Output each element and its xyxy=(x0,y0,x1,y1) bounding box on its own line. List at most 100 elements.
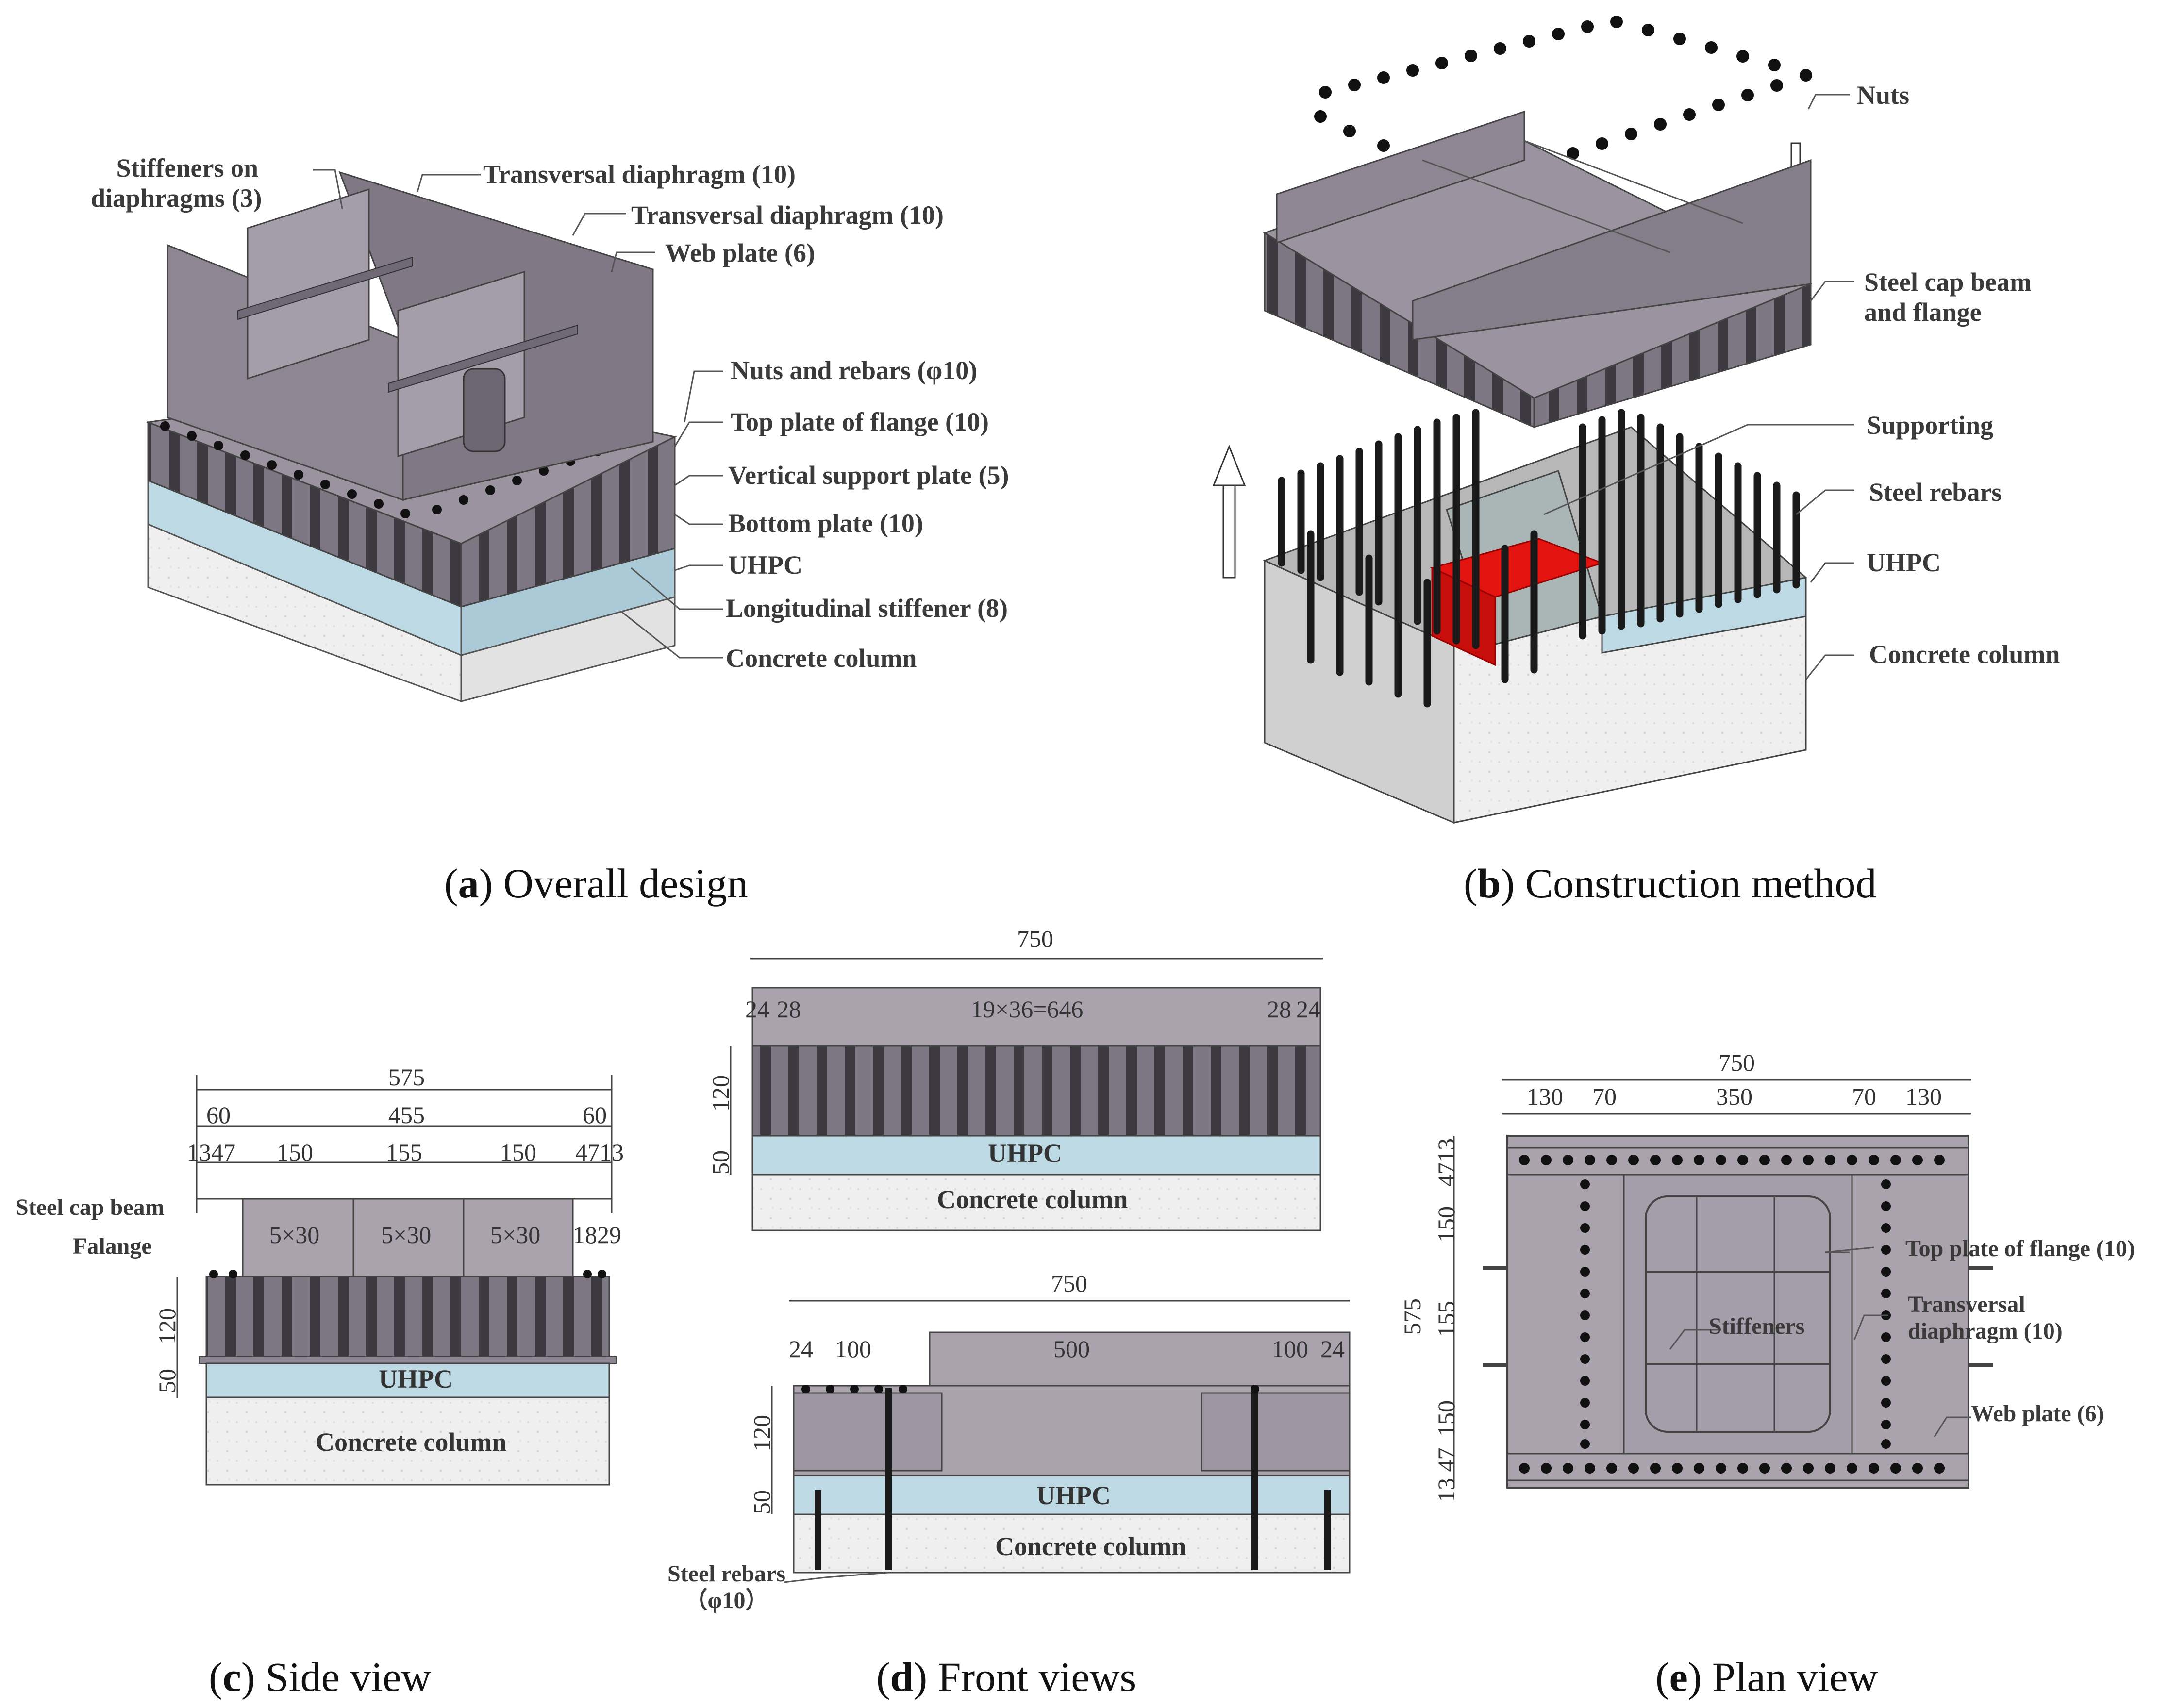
c-dim-1829: 1829 xyxy=(573,1221,621,1248)
c-dim-5x30c: 5×30 xyxy=(490,1221,541,1248)
a-label-stiffeners: Stiffeners on diaphragms (3) xyxy=(91,153,262,213)
e-label-transversal-line2: diaphragm (10) xyxy=(1908,1318,2063,1344)
b-rebars xyxy=(1278,409,1800,708)
c-dim-5x30a: 5×30 xyxy=(269,1221,320,1248)
c-dim-h50: 50 xyxy=(153,1369,181,1393)
b-label-steel-cap-line1: Steel cap beam xyxy=(1864,267,2032,297)
d-bot-dim-left-100: 100 xyxy=(835,1335,871,1362)
caption-e-letter: e xyxy=(1669,1654,1688,1700)
b-cap-web-front xyxy=(1412,159,1812,341)
d-label-steel-rebars-line2: （φ10） xyxy=(684,1588,769,1614)
a-label-transversal-1: Transversal diaphragm (10) xyxy=(483,160,796,189)
c-cap-beam xyxy=(242,1198,574,1277)
e-dim-v150b: 150 xyxy=(1433,1400,1460,1437)
a-opening xyxy=(463,368,506,452)
e-dim-70a: 70 xyxy=(1592,1083,1617,1110)
d-bot-cap xyxy=(929,1331,1351,1387)
d-top-dim-h120: 120 xyxy=(707,1075,734,1111)
caption-d-text: Front views xyxy=(937,1654,1136,1700)
c-label-concrete: Concrete column xyxy=(316,1427,507,1457)
e-dim-v1347: 13 47 xyxy=(1433,1447,1460,1503)
d-bot-dim-right-100: 100 xyxy=(1272,1335,1308,1362)
a-flange-side xyxy=(460,435,676,608)
d-label-concrete-top: Concrete column xyxy=(937,1185,1128,1214)
d-bot-dim-total: 750 xyxy=(1051,1270,1087,1297)
e-dim-v575: 575 xyxy=(1399,1298,1426,1335)
d-top-dim-right-24: 24 xyxy=(1296,995,1320,1023)
c-dim-5x30b: 5×30 xyxy=(381,1221,432,1248)
b-label-concrete-column: Concrete column xyxy=(1869,640,2060,669)
d-bot-dim-mid-500: 500 xyxy=(1053,1335,1090,1362)
e-dim-130b: 130 xyxy=(1905,1083,1942,1110)
e-label-transversal: Transversal diaphragm (10) xyxy=(1908,1291,2063,1344)
c-dim-left-60: 60 xyxy=(206,1101,231,1128)
a-label-stiffeners-line1: Stiffeners on xyxy=(116,153,258,182)
a-label-stiffeners-line2: diaphragms (3) xyxy=(91,183,262,213)
caption-b: (b) Construction method xyxy=(1464,860,1877,907)
d-top-dim-left-28: 28 xyxy=(777,995,801,1023)
c-concrete xyxy=(205,1396,610,1486)
b-cap-web-left xyxy=(1276,110,1525,244)
d-top-flange xyxy=(751,1045,1321,1137)
caption-c-text: Side view xyxy=(265,1654,432,1700)
e-dim-70b: 70 xyxy=(1852,1083,1876,1110)
caption-c: (c) Side view xyxy=(209,1654,432,1700)
caption-d-letter: d xyxy=(890,1654,914,1700)
d-top-cap xyxy=(751,987,1321,1047)
b-label-steel-rebars: Steel rebars xyxy=(1869,478,2002,507)
panel-b-drawing xyxy=(1212,16,1813,824)
a-label-nuts-rebars: Nuts and rebars (φ10) xyxy=(731,356,978,385)
e-dim-350: 350 xyxy=(1716,1083,1752,1110)
c-uhpc xyxy=(205,1362,610,1398)
d-top-dim-middle: 19×36=646 xyxy=(971,995,1084,1023)
c-dim-small-left: 1347 xyxy=(187,1139,235,1166)
c-label-falange: Falange xyxy=(73,1233,152,1259)
e-dim-v4713: 4713 xyxy=(1433,1138,1460,1187)
e-label-stiffeners: Stiffeners xyxy=(1709,1313,1805,1339)
e-dim-v155: 155 xyxy=(1433,1301,1460,1337)
panel-e-drawing xyxy=(1453,1079,1993,1489)
c-dim-h120: 120 xyxy=(153,1308,181,1344)
d-top-dim-right-28: 28 xyxy=(1267,995,1291,1023)
c-flange xyxy=(205,1276,610,1360)
caption-c-letter: c xyxy=(222,1654,241,1700)
c-dim-total: 575 xyxy=(388,1063,425,1091)
d-top-dim-total: 750 xyxy=(1017,925,1053,952)
d-top-uhpc xyxy=(751,1135,1321,1176)
b-cap-side xyxy=(1533,282,1812,429)
d-label-concrete-bottom: Concrete column xyxy=(995,1532,1186,1561)
d-top-dim-h50: 50 xyxy=(707,1150,734,1175)
panel-a-drawing xyxy=(145,171,677,703)
a-label-concrete-column: Concrete column xyxy=(726,644,917,673)
leader-lines xyxy=(313,94,1971,1583)
b-label-supporting: Supporting xyxy=(1867,411,1994,440)
e-dim-130a: 130 xyxy=(1527,1083,1563,1110)
caption-e: (e) Plan view xyxy=(1655,1654,1878,1700)
b-label-uhpc: UHPC xyxy=(1867,548,1941,577)
c-label-steel-cap: Steel cap beam xyxy=(16,1194,165,1220)
caption-a: (a) Overall design xyxy=(444,860,748,907)
a-label-web-plate: Web plate (6) xyxy=(665,238,815,267)
a-label-top-plate: Top plate of flange (10) xyxy=(731,407,989,436)
d-label-uhpc-bottom: UHPC xyxy=(1036,1481,1111,1510)
d-bot-dim-h50: 50 xyxy=(748,1490,775,1514)
caption-e-text: Plan view xyxy=(1712,1654,1878,1700)
c-dim-150a: 150 xyxy=(277,1139,313,1166)
d-bot-dim-left-24: 24 xyxy=(789,1335,813,1362)
c-dim-150b: 150 xyxy=(500,1139,536,1166)
c-dim-155: 155 xyxy=(386,1139,422,1166)
e-label-web-plate: Web plate (6) xyxy=(1971,1401,2104,1426)
e-dim-v150a: 150 xyxy=(1433,1206,1460,1243)
caption-a-letter: a xyxy=(458,860,479,907)
c-dim-small-right: 4713 xyxy=(575,1139,624,1166)
c-dim-right-60: 60 xyxy=(583,1101,607,1128)
a-label-bottom-plate: Bottom plate (10) xyxy=(728,509,923,538)
caption-d: (d) Front views xyxy=(876,1654,1136,1700)
e-dim-total: 750 xyxy=(1719,1049,1755,1076)
e-label-top-plate: Top plate of flange (10) xyxy=(1905,1236,2135,1261)
d-bot-dim-h120: 120 xyxy=(748,1415,775,1451)
a-label-uhpc: UHPC xyxy=(728,550,802,580)
c-dim-455: 455 xyxy=(388,1101,425,1128)
panel-c-drawing xyxy=(176,1075,617,1486)
